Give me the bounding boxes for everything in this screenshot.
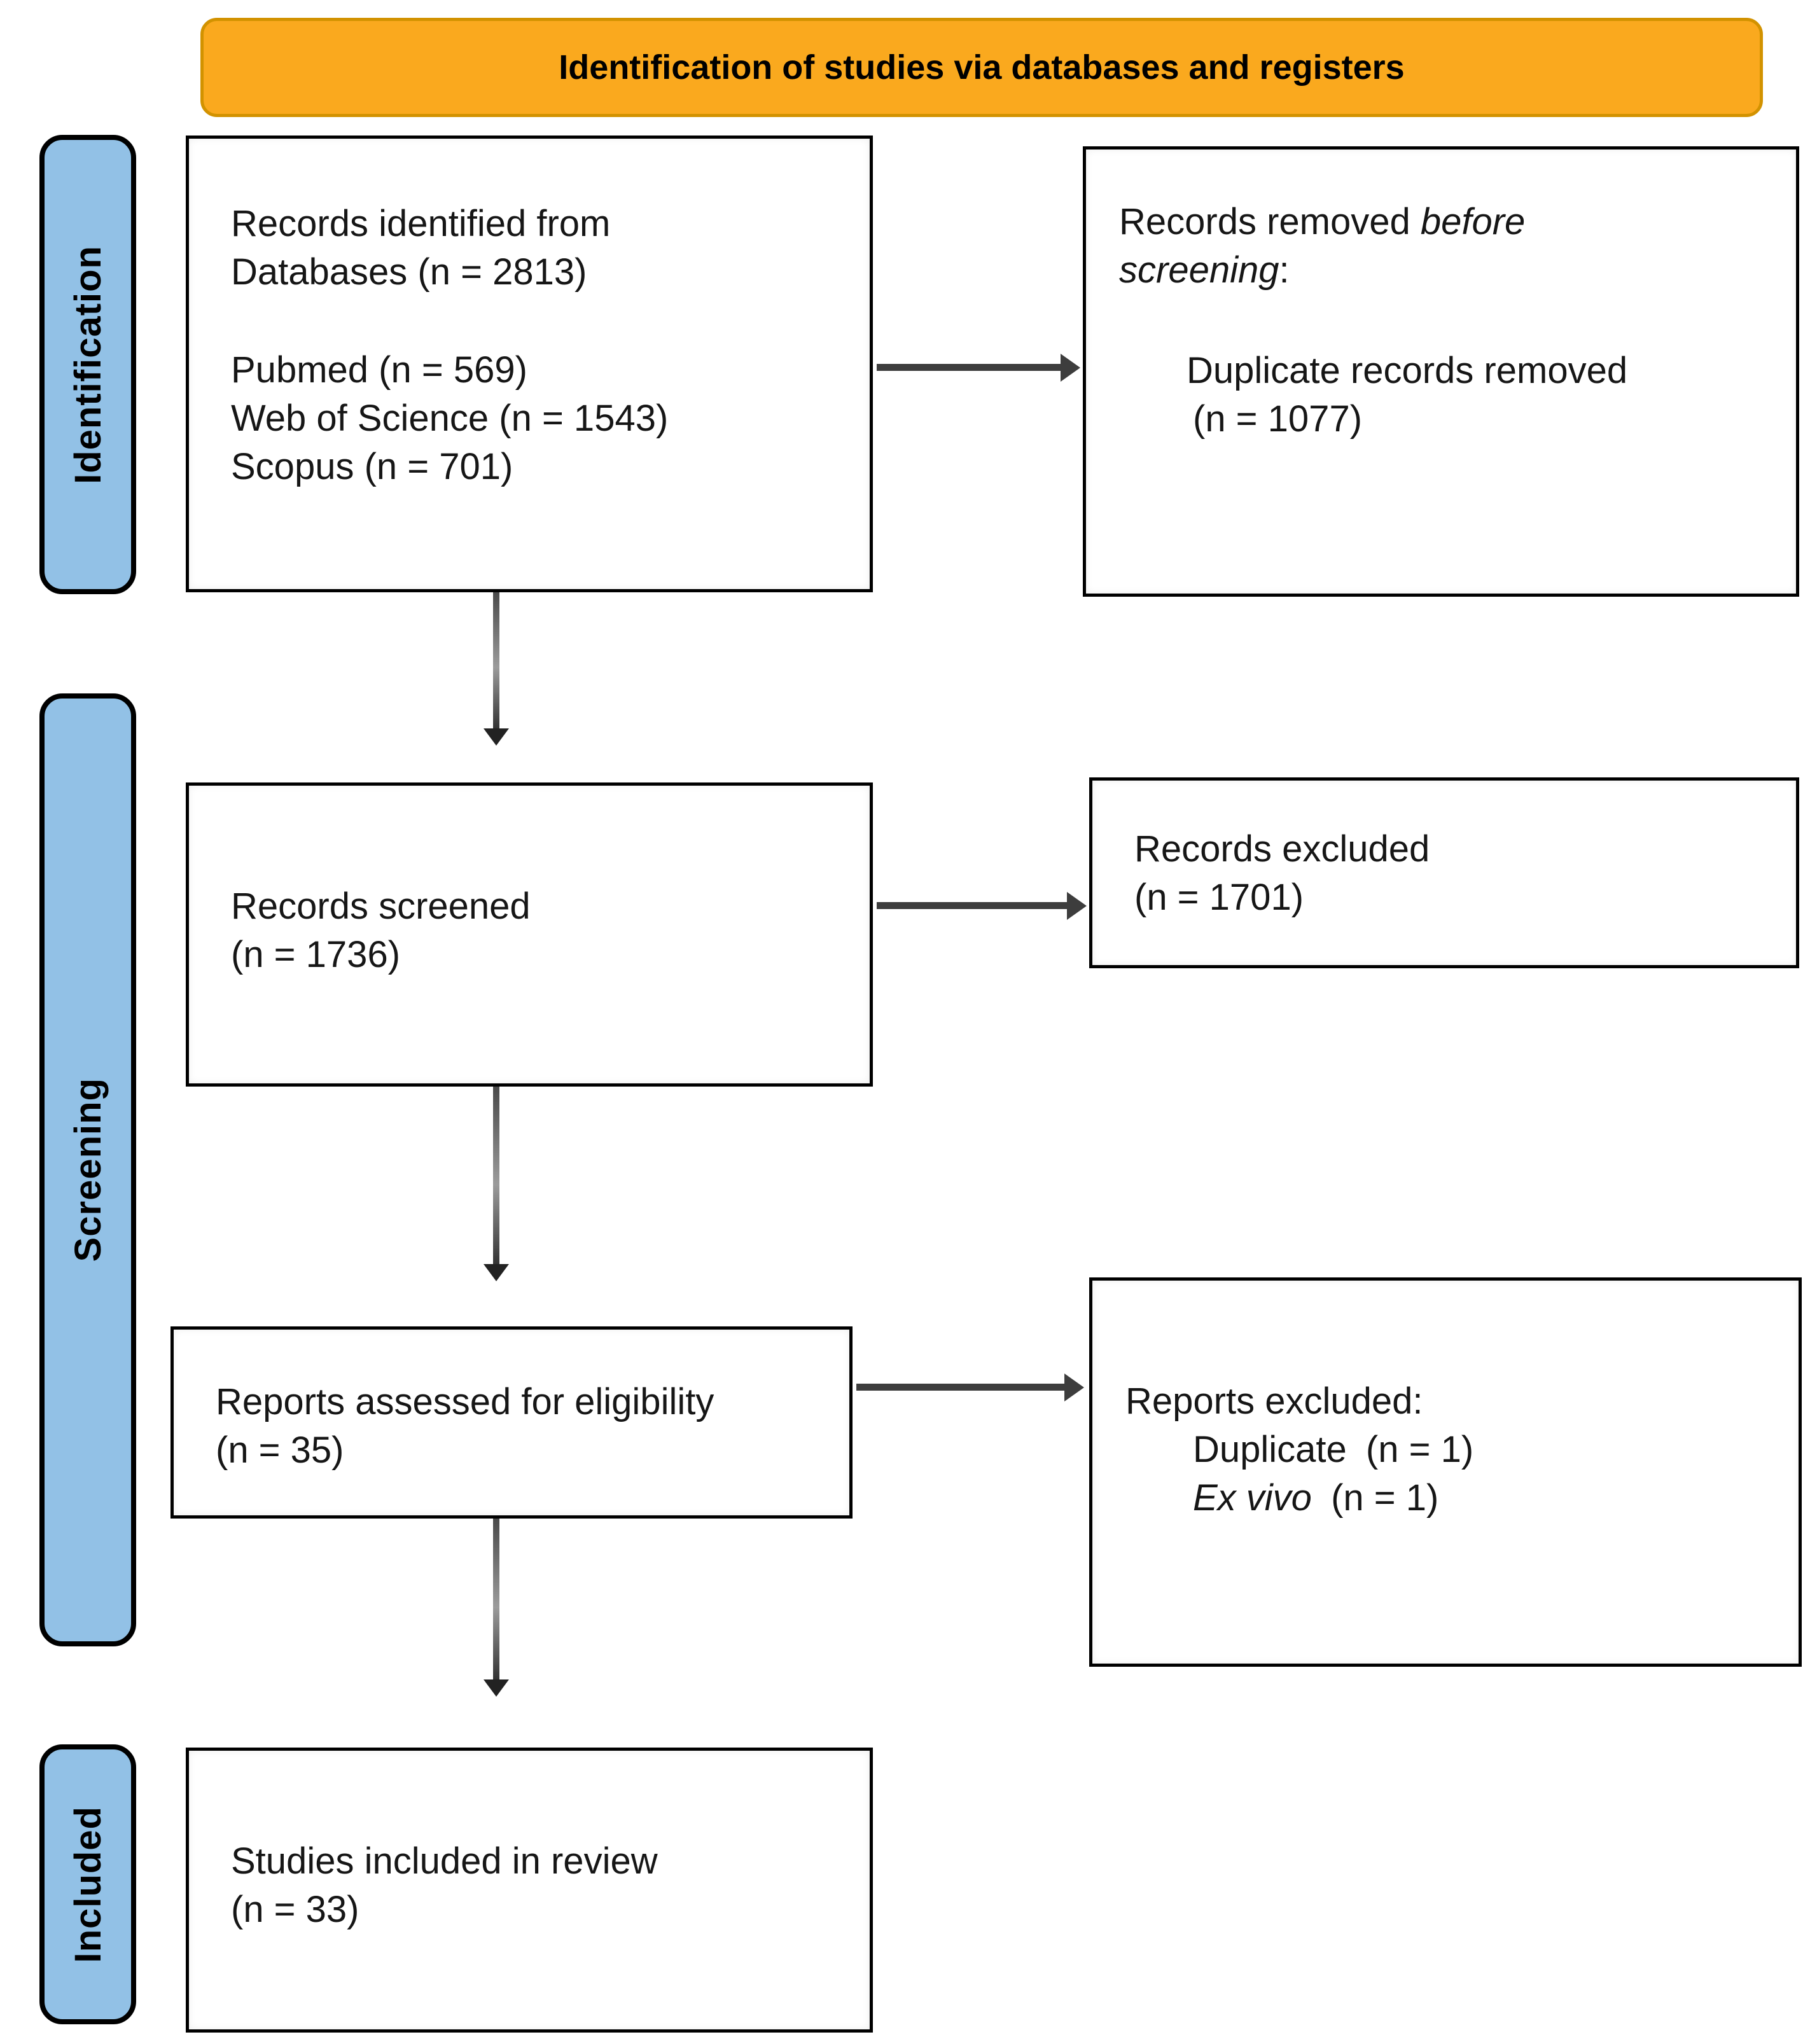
removed-detail: Duplicate records removed (n = 1077) xyxy=(1187,347,1777,443)
reason-label-italic: Ex vivo xyxy=(1193,1477,1312,1519)
box-line: Duplicate records removed xyxy=(1187,350,1628,391)
box-line: Records identified from xyxy=(231,203,611,244)
stage-label-identification: Identification xyxy=(39,135,136,594)
reason-count: (n = 1) xyxy=(1355,1429,1474,1470)
box-studies-included: Studies included in review (n = 33) xyxy=(186,1748,873,2033)
title-banner: Identification of studies via databases … xyxy=(200,18,1763,117)
box-line: (n = 33) xyxy=(231,1889,359,1930)
stage-label-text: Identification xyxy=(67,245,109,484)
arrow-screened-to-excluded xyxy=(877,902,1068,909)
excluded-reason-ex-vivo: Ex vivo (n = 1) xyxy=(1193,1474,1779,1522)
phrase-italic: before screening xyxy=(1119,201,1526,291)
stage-label-text: Screening xyxy=(67,1078,109,1262)
box-line: Databases (n = 2813) xyxy=(231,251,587,293)
box-line: Records screened xyxy=(231,886,531,927)
arrow-assessed-to-excluded xyxy=(856,1384,1065,1391)
box-line: Reports excluded: xyxy=(1125,1380,1423,1422)
box-reports-assessed: Reports assessed for eligibility (n = 35… xyxy=(171,1326,853,1519)
excluded-reason-list: Duplicate (n = 1) Ex vivo (n = 1) xyxy=(1193,1426,1779,1522)
box-records-excluded: Records excluded (n = 1701) xyxy=(1089,777,1799,968)
box-line: Reports assessed for eligibility xyxy=(216,1381,714,1422)
box-line: Records removed before screening: xyxy=(1119,198,1564,295)
arrow-identified-to-screened xyxy=(493,592,499,729)
box-line: (n = 1736) xyxy=(231,934,401,975)
arrow-screened-to-assessed xyxy=(493,1087,499,1265)
box-records-removed: Records removed before screening: Duplic… xyxy=(1083,146,1799,597)
arrow-assessed-to-included xyxy=(493,1519,499,1680)
box-line: Records excluded xyxy=(1134,828,1430,870)
box-records-identified: Records identified from Databases (n = 2… xyxy=(186,136,873,592)
box-line: (n = 1077) xyxy=(1193,398,1363,440)
box-line: (n = 35) xyxy=(216,1429,344,1471)
source-scopus: Scopus (n = 701) xyxy=(231,446,513,487)
box-line: (n = 1701) xyxy=(1134,877,1304,918)
reason-count: (n = 1) xyxy=(1320,1477,1439,1519)
box-reports-excluded: Reports excluded: Duplicate (n = 1) Ex v… xyxy=(1089,1277,1802,1667)
source-web-of-science: Web of Science (n = 1543) xyxy=(231,398,669,439)
reason-label: Duplicate xyxy=(1193,1429,1347,1470)
stage-label-included: Included xyxy=(39,1744,136,2024)
phrase-prefix: Records removed xyxy=(1119,201,1421,242)
source-pubmed: Pubmed (n = 569) xyxy=(231,349,527,391)
database-source-list: Pubmed (n = 569) Web of Science (n = 154… xyxy=(231,346,851,491)
arrow-identified-to-removed xyxy=(877,364,1061,371)
stage-label-text: Included xyxy=(67,1805,109,1963)
excluded-reason-duplicate: Duplicate (n = 1) xyxy=(1193,1426,1779,1474)
box-records-screened: Records screened (n = 1736) xyxy=(186,782,873,1087)
phrase-suffix: : xyxy=(1279,249,1290,291)
diagram-title: Identification of studies via databases … xyxy=(559,48,1405,87)
box-line: Studies included in review xyxy=(231,1840,658,1882)
stage-label-screening: Screening xyxy=(39,693,136,1646)
